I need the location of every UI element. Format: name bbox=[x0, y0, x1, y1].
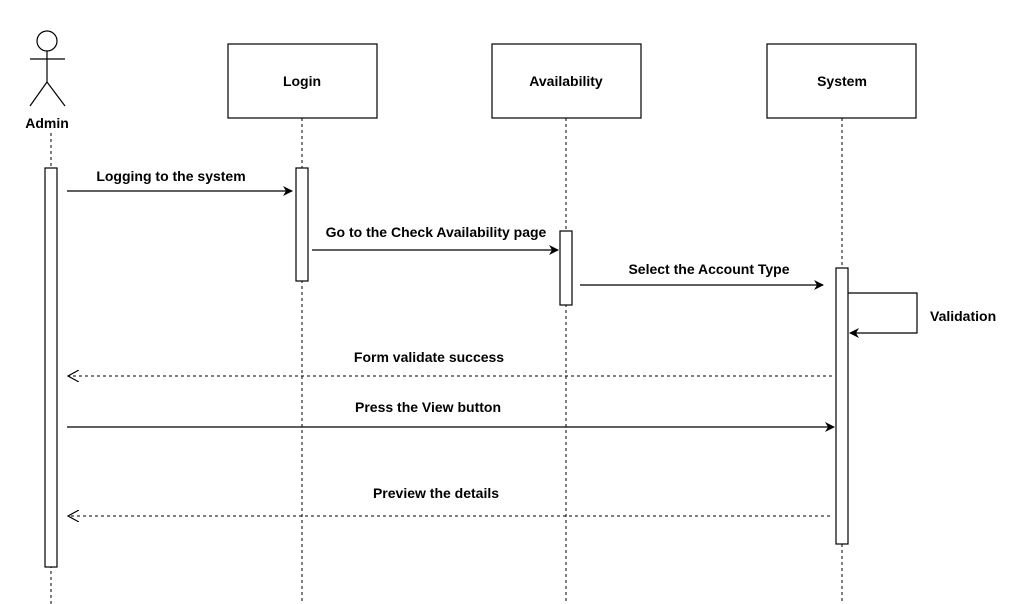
message-arrow bbox=[848, 292, 918, 338]
activation-system bbox=[835, 267, 849, 545]
message-press-view-button: Press the View button bbox=[67, 399, 835, 432]
participant-label: Availability bbox=[529, 73, 603, 89]
participant-system: System bbox=[766, 43, 917, 119]
message-label: Logging to the system bbox=[96, 168, 245, 184]
participant-label: System bbox=[817, 73, 867, 89]
actor-admin: Admin bbox=[25, 30, 69, 131]
participant-label: Login bbox=[283, 73, 321, 89]
activation-admin bbox=[44, 167, 58, 568]
message-go-to-check-availability: Go to the Check Availability page bbox=[312, 224, 559, 255]
participant-availability: Availability bbox=[491, 43, 642, 119]
message-validation-self: Validation bbox=[848, 292, 996, 338]
message-label: Press the View button bbox=[355, 399, 501, 415]
message-logging: Logging to the system bbox=[67, 168, 293, 196]
message-label: Preview the details bbox=[373, 485, 499, 501]
activation-availability bbox=[559, 230, 573, 306]
activation-login bbox=[295, 167, 309, 282]
actor-label: Admin bbox=[25, 115, 69, 131]
message-form-validate-success: Form validate success bbox=[68, 349, 832, 376]
message-preview-details: Preview the details bbox=[68, 485, 830, 516]
participant-login: Login bbox=[227, 43, 378, 119]
message-label: Select the Account Type bbox=[628, 261, 789, 277]
message-label: Validation bbox=[930, 308, 996, 324]
actor-head-icon bbox=[36, 30, 58, 52]
message-label: Go to the Check Availability page bbox=[326, 224, 547, 240]
message-select-account-type: Select the Account Type bbox=[580, 261, 824, 290]
message-label: Form validate success bbox=[354, 349, 504, 365]
